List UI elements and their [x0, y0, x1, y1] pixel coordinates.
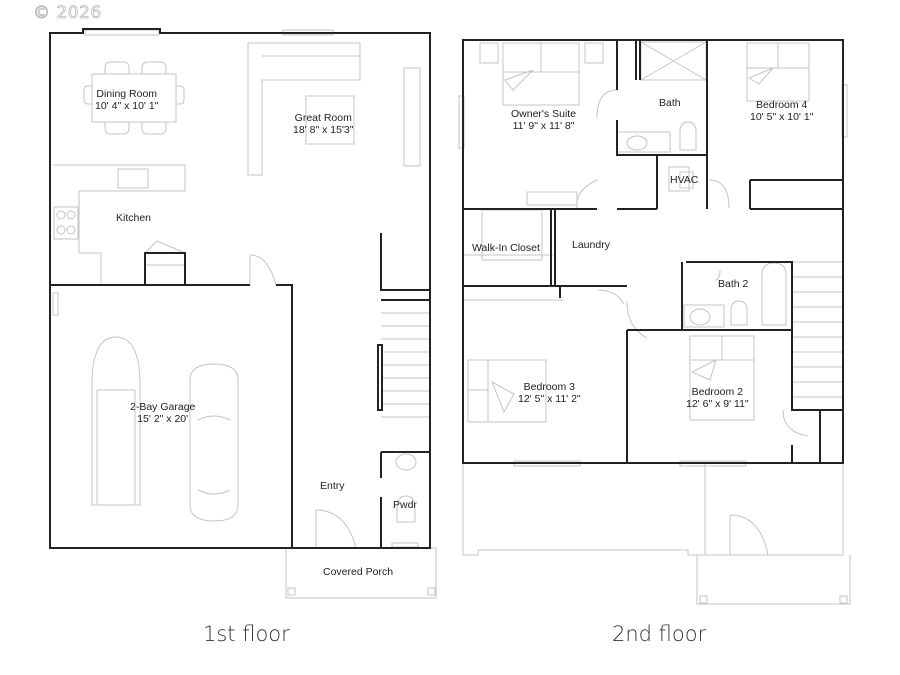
copyright-watermark: © 2026	[33, 3, 102, 24]
kitchen-sink	[117, 168, 149, 189]
room-dimensions: 11' 9" x 11' 8"	[512, 120, 575, 132]
room-name: HVAC	[670, 174, 699, 186]
room-label-dining-room: Dining Room 10' 4" x 10' 1"	[95, 88, 158, 112]
second-floor-plan	[458, 39, 851, 605]
front-door-swing	[315, 509, 357, 549]
room-name: Walk-In Closet	[472, 242, 540, 254]
first-floor-plan	[49, 28, 437, 599]
room-label-bedroom-2: Bedroom 2 12' 6" x 9' 11"	[686, 386, 749, 410]
room-dimensions: 18' 8" x 15'3"	[293, 124, 354, 136]
room-label-entry: Entry	[320, 480, 345, 492]
room-label-garage: 2-Bay Garage 15' 2" x 20'	[130, 401, 195, 425]
room-label-laundry: Laundry	[572, 239, 610, 251]
room-dimensions: 10' 4" x 10' 1"	[95, 100, 159, 112]
room-label-bedroom-3: Bedroom 3 12' 5" x 11' 2"	[518, 381, 581, 405]
first-floor-exterior-wall	[49, 28, 431, 549]
dining-table	[91, 73, 177, 123]
room-dimensions: 12' 5" x 11' 2"	[518, 393, 581, 405]
room-dimensions: 10' 5" x 10' 1"	[750, 111, 814, 123]
room-dimensions: 12' 6" x 9' 11"	[686, 398, 749, 410]
range	[53, 206, 79, 240]
room-label-walk-in-closet: Walk-In Closet	[472, 242, 540, 254]
stairs-first-floor	[381, 299, 430, 418]
room-label-hvac: HVAC	[670, 174, 698, 186]
room-name: Great Room	[294, 112, 352, 124]
van-outline	[91, 336, 141, 506]
room-name: Bath	[659, 97, 681, 109]
room-name: Bedroom 4	[756, 99, 808, 111]
car-outline	[189, 363, 239, 522]
room-name: 2-Bay Garage	[130, 401, 196, 413]
room-name: Bedroom 3	[523, 381, 576, 393]
second-floor-exterior-wall	[462, 39, 844, 464]
tv-console	[403, 67, 421, 167]
room-label-bath: Bath	[659, 97, 681, 109]
coffee-table	[305, 95, 355, 145]
floor-caption-first: 1st floor	[203, 622, 290, 646]
room-label-bedroom-4: Bedroom 4 10' 5" x 10' 1"	[750, 99, 813, 123]
room-name: Dining Room	[96, 88, 158, 100]
floor-caption-second: 2nd floor	[612, 622, 707, 646]
room-name: Laundry	[572, 239, 610, 251]
room-name: Kitchen	[116, 212, 152, 224]
sectional-sofa	[247, 42, 361, 176]
room-label-powder: Pwdr	[393, 499, 417, 511]
room-label-bath-2: Bath 2	[718, 278, 748, 290]
room-label-kitchen: Kitchen	[116, 212, 151, 224]
room-dimensions: 15' 2" x 20'	[137, 413, 189, 425]
room-name: Bath 2	[718, 278, 749, 290]
room-name: Owner's Suite	[511, 108, 577, 120]
garage-door-swing	[249, 254, 277, 286]
stairs-second-floor	[792, 261, 843, 398]
room-label-owners-suite: Owner's Suite 11' 9" x 11' 8"	[511, 108, 576, 132]
kitchen-counter	[53, 164, 186, 283]
room-label-covered-porch: Covered Porch	[323, 566, 393, 578]
room-label-great-room: Great Room 18' 8" x 15'3"	[293, 112, 354, 136]
room-name: Covered Porch	[323, 566, 394, 578]
room-name: Bedroom 2	[691, 386, 744, 398]
room-name: Pwdr	[393, 499, 417, 511]
roof-outline	[462, 463, 851, 605]
room-name: Entry	[320, 480, 345, 492]
